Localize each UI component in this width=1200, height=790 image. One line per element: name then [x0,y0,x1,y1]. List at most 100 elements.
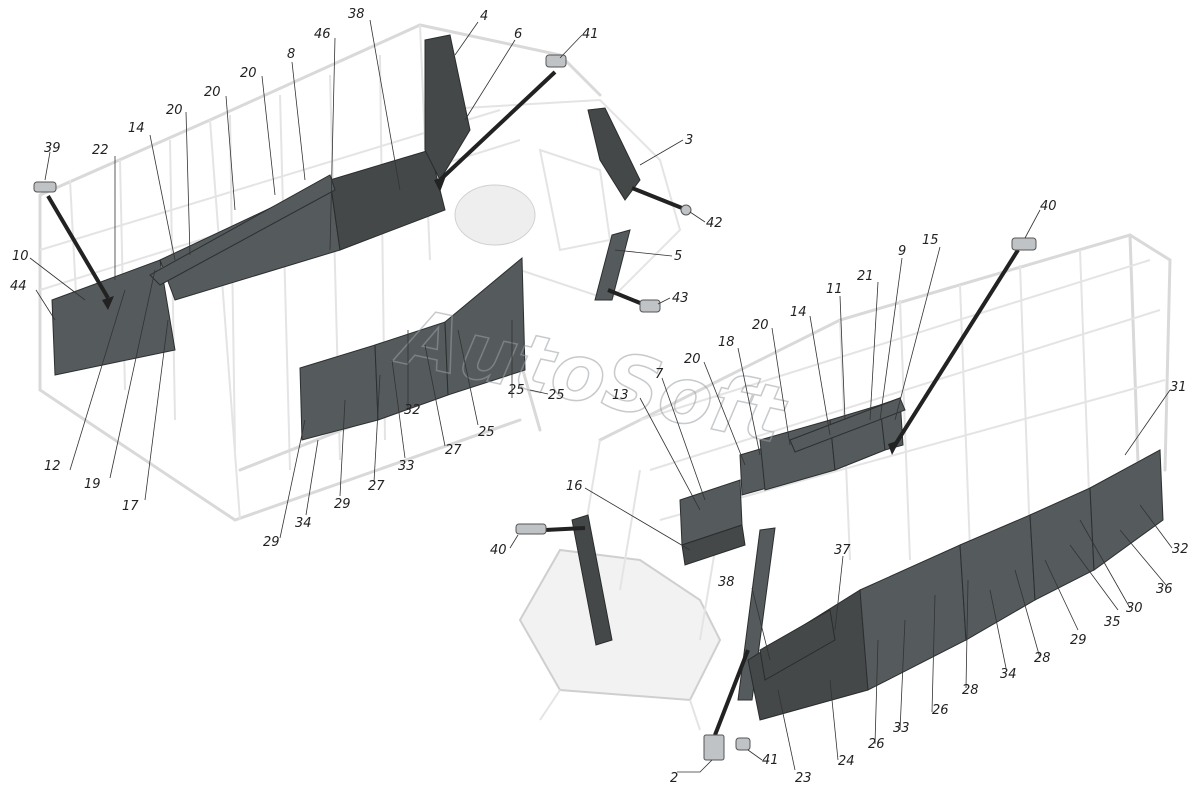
callout: 37 [834,543,851,631]
callout: 43 [657,291,689,306]
callout: 35 [1069,544,1121,630]
bolt-43 [680,204,692,216]
callout: 33 [893,619,910,736]
callout-label: 41 [582,27,599,42]
callout: 33 [391,359,415,474]
callout: 5 [614,249,682,264]
callout: 23 [777,689,812,786]
callout: 24 [829,679,855,769]
callout: 32 [1139,504,1189,557]
panel-upper-left [51,259,176,376]
panel-38-step [759,609,836,681]
bolt-41-bottom [735,737,751,751]
watermark-text: AutoSoft [388,291,795,461]
callout: 25 [457,329,495,440]
callouts: 2 3 4 5 6 7 8 9 10 11 12 13 14 14 15 16 … [10,7,1189,786]
callout: 27 [424,344,462,458]
callout: 25 [529,388,565,403]
callout-label: 20 [240,66,257,81]
callout-label: 21 [857,269,874,284]
callout-label: 22 [92,143,109,158]
callout-label: 20 [752,318,769,333]
callout: 17 [122,319,169,514]
callout: 28 [962,579,979,698]
callout: 11 [826,282,846,421]
callout: 41 [747,749,779,768]
bolt-41-left [515,523,547,535]
right-lower-panels [747,449,1164,721]
callout-label: 3 [685,133,693,148]
callout: 26 [931,594,949,718]
callout-label: 29 [334,497,351,512]
callout-label: 15 [922,233,939,248]
callout: 32 [404,330,421,418]
callout-label: 32 [1172,542,1189,557]
callout: 42 [689,211,723,231]
callout-label: 24 [838,754,855,769]
callout-label: 41 [762,753,779,768]
callout-label: 35 [1104,615,1121,630]
callout-label: 14 [790,305,807,320]
callout-label: 8 [287,47,295,62]
callout: 34 [295,439,319,531]
callout: 14 [790,305,831,436]
callout-label: 13 [612,388,629,403]
callout: 14 [128,121,176,261]
callout-label: 33 [893,721,910,736]
callout: 20 [684,352,746,466]
callout: 2 [670,759,713,786]
callout-label: 6 [514,27,522,42]
callout: 39 [44,141,61,181]
callout: 9 [879,244,906,421]
callout-label: 5 [674,249,682,264]
panel-16 [681,524,746,566]
callout: 36 [1119,529,1173,597]
callout-label: 40 [1040,199,1057,214]
callout-label: 23 [795,771,812,786]
callout: 7 [655,367,706,501]
callout: 16 [566,479,691,551]
callout: 15 [894,233,941,421]
callout-label: 39 [44,141,61,156]
callout-label: 25 [548,388,565,403]
callout-label: 2 [670,771,678,786]
bolt-40-left [33,181,57,193]
callout: 6 [464,27,522,121]
pillar-4 [424,34,471,182]
callout: 4 [454,9,488,56]
callout: 40 [1024,199,1057,239]
callout-label: 19 [84,477,101,492]
callout: 26 [868,639,885,752]
callout-label: 17 [122,499,139,514]
callout-label: 37 [834,543,851,558]
panel-lower-left [299,344,379,441]
callout: 25 [508,320,525,398]
callout: 18 [718,335,761,456]
callout: 30 [1079,519,1143,616]
left-upper-panels [51,34,641,376]
callout: 38 [348,7,401,191]
pillar-3 [587,107,641,201]
callout-label: 4 [480,9,488,24]
callout: 20 [166,103,191,256]
callout-label: 9 [898,244,906,259]
pillar-5 [594,229,631,301]
panel-33-26 [859,544,967,691]
callout-label: 33 [398,459,415,474]
callout: 3 [639,133,693,166]
callout-label: 20 [204,85,221,100]
right-body-frame [518,233,1172,731]
callout-label: 31 [1170,380,1187,395]
callout-label: 46 [314,27,331,42]
callout-label: 43 [672,291,689,306]
callout-label: 29 [1070,633,1087,648]
callout-label: 25 [478,425,495,440]
callout: 44 [10,279,56,321]
callout-label: 26 [868,737,885,752]
panel-lower-right [444,256,526,396]
callout-label: 10 [12,249,29,264]
callout-label: 36 [1156,582,1173,597]
panel-roof-right [789,397,906,453]
callout-label: 20 [684,352,701,367]
callout: 29 [334,399,351,512]
